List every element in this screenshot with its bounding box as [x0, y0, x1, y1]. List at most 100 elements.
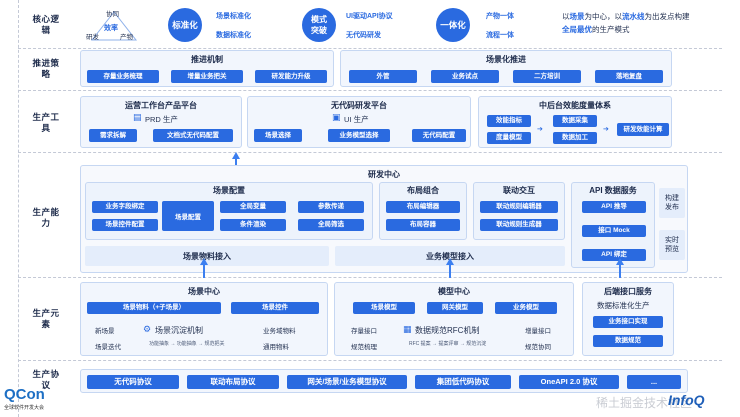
panel-api-service: API 数据服务 API 推导 接口 Mock API 绑定 [571, 182, 655, 268]
model-center-right: 规范协同 [525, 344, 551, 351]
side-build-publish: 构建发布 [659, 188, 685, 218]
row-label-core: 核心逻辑 [32, 14, 60, 35]
tool-item: 度量模型 [487, 132, 531, 144]
row-label-tools: 生产工具 [32, 112, 60, 133]
scene-center-item: 场景控件 [231, 302, 319, 314]
tool-sub: UI 生产 [344, 115, 369, 124]
linkage-item: 联动规则编辑器 [480, 201, 558, 213]
backend-sub: 数据标准化生产 [597, 301, 650, 310]
panel-title: 场景化推进 [486, 55, 526, 64]
panel-model-center: 模型中心 场景模型 网关模型 业务模型 存量接口 规范梳理 ▦ 数据规范RFC机… [334, 282, 574, 356]
row-divider [18, 360, 722, 361]
protocol-item: 联动布局协议 [187, 375, 279, 389]
scene-center-item: 场景物料（+子场景） [87, 302, 221, 314]
strategy-item: 外管 [349, 70, 417, 83]
scene-center-left: 场景迭代 [95, 344, 121, 351]
strategy-item: 存量业务梳理 [87, 70, 159, 83]
panel-title: 运营工作台产品平台 [125, 101, 197, 110]
row-label-protocols: 生产协议 [32, 369, 60, 390]
arrow-stem [619, 264, 621, 278]
scene-config-item: 场景控件配置 [92, 219, 158, 231]
model-center-mechanism: 数据规范RFC机制 [415, 326, 480, 335]
circle-mode-breakthrough: 模式突破 [302, 8, 336, 42]
ui-icon: ▣ [332, 112, 341, 122]
panel-ops-workbench: 运营工作台产品平台 ▤ PRD 生产 需求拆解 文档式无代码配置 [80, 96, 242, 148]
scene-center-left: 新场景 [95, 328, 115, 335]
strategy-item: 研发能力升级 [255, 70, 327, 83]
model-center-left: 存量接口 [351, 328, 377, 335]
panel-title: 中后台效能度量体系 [539, 101, 611, 110]
api-item: 接口 Mock [582, 225, 646, 237]
layout-item: 布局编辑器 [386, 201, 460, 213]
panel-linkage: 联动交互 联动规则编辑器 联动规则生成器 [473, 182, 565, 240]
tool-item: 文档式无代码配置 [153, 129, 233, 142]
core-item: 产物一体 [486, 13, 514, 20]
layout-item: 布局容器 [386, 219, 460, 231]
panel-title: 模型中心 [438, 287, 470, 296]
desc-part: 的生产模式 [592, 25, 630, 34]
arrow-up-icon [200, 258, 208, 265]
tool-item: 数据采集 [553, 115, 597, 127]
tool-item: 业务模型选择 [328, 129, 390, 142]
arrow-up-icon [616, 258, 624, 265]
model-center-left: 规范梳理 [351, 344, 377, 351]
core-item: 无代码研发 [346, 32, 381, 39]
panel-title: 联动交互 [503, 186, 535, 195]
api-item: API 绑定 [582, 249, 646, 261]
gear-icon: ⚙ [143, 324, 152, 334]
scene-config-item: 参数传递 [298, 201, 364, 213]
scene-config-item: 全局变量 [220, 201, 286, 213]
panel-title: 布局组合 [407, 186, 439, 195]
circle-integration: 一体化 [436, 8, 470, 42]
panel-title: 推进机制 [191, 55, 223, 64]
desc-part: 为出发点构建 [644, 12, 690, 21]
document-icon: ▤ [133, 112, 142, 122]
core-item: 流程一体 [486, 32, 514, 39]
access-business-model: 业务模型接入 [335, 246, 565, 266]
backend-item: 业务接口实现 [593, 316, 663, 328]
desc-keyword: 场景 [569, 12, 585, 21]
panel-rd-center: 研发中心 场景配置 业务字段绑定 场景控件配置 场景配置 全局变量 参数传递 条… [80, 165, 688, 273]
arrow-stem [449, 264, 451, 278]
model-center-item: 网关模型 [427, 302, 483, 314]
desc-keyword: 流水线 [622, 12, 645, 21]
row-divider [18, 48, 722, 49]
triangle-center: 效率 [104, 25, 118, 32]
arrow-up-icon [232, 152, 240, 159]
tool-sub: PRD 生产 [145, 115, 178, 124]
core-item: 数据标准化 [216, 32, 251, 39]
scene-center-right: 业务域物料 [263, 328, 296, 335]
desc-part: 以 [562, 12, 570, 21]
panel-scene-config: 场景配置 业务字段绑定 场景控件配置 场景配置 全局变量 参数传递 条件渲染 全… [85, 182, 373, 240]
strategy-item: 业务试点 [431, 70, 499, 83]
access-scene-material: 场景物料接入 [85, 246, 329, 266]
qcon-logo: QCon [4, 386, 45, 403]
left-border [18, 0, 19, 417]
arrow-icon: ➔ [537, 126, 543, 133]
backend-item: 数据规范 [593, 335, 663, 347]
scene-center-mechanism-flow: 功能抽象 → 功能抽象 → 规范把关 [149, 341, 225, 347]
row-label-elements: 生产元素 [32, 308, 60, 329]
scene-config-item: 全局筛选 [298, 219, 364, 231]
triangle-left: 研发 [86, 34, 99, 41]
tool-item: 场景选择 [254, 129, 302, 142]
model-center-item: 场景模型 [353, 302, 415, 314]
panel-nocode-platform: 无代码研发平台 ▣ UI 生产 场景选择 业务模型选择 无代码配置 [247, 96, 471, 148]
model-center-right: 增量接口 [525, 328, 551, 335]
scene-config-item: 业务字段绑定 [92, 201, 158, 213]
panel-title: 无代码研发平台 [331, 101, 387, 110]
tool-item: 数据加工 [553, 132, 597, 144]
protocol-item: 网关/场景/业务模型协议 [287, 375, 407, 389]
scene-center-right: 通用物料 [263, 344, 289, 351]
model-center-item: 业务模型 [495, 302, 557, 314]
tool-item: 无代码配置 [412, 129, 466, 142]
protocol-item: ... [627, 375, 681, 389]
protocol-item: 集团低代码协议 [415, 375, 511, 389]
panel-scene-promotion: 场景化推进 外管 业务试点 二方培训 落地复盘 [340, 50, 672, 87]
panel-backend-service: 后端接口服务 数据标准化生产 业务接口实现 数据规范 [582, 282, 674, 356]
triangle-top: 协同 [106, 11, 119, 18]
api-item: API 推导 [582, 201, 646, 213]
circle-standardize: 标准化 [168, 8, 202, 42]
panel-title: 后端接口服务 [604, 287, 652, 296]
tool-item: 需求拆解 [89, 129, 137, 142]
